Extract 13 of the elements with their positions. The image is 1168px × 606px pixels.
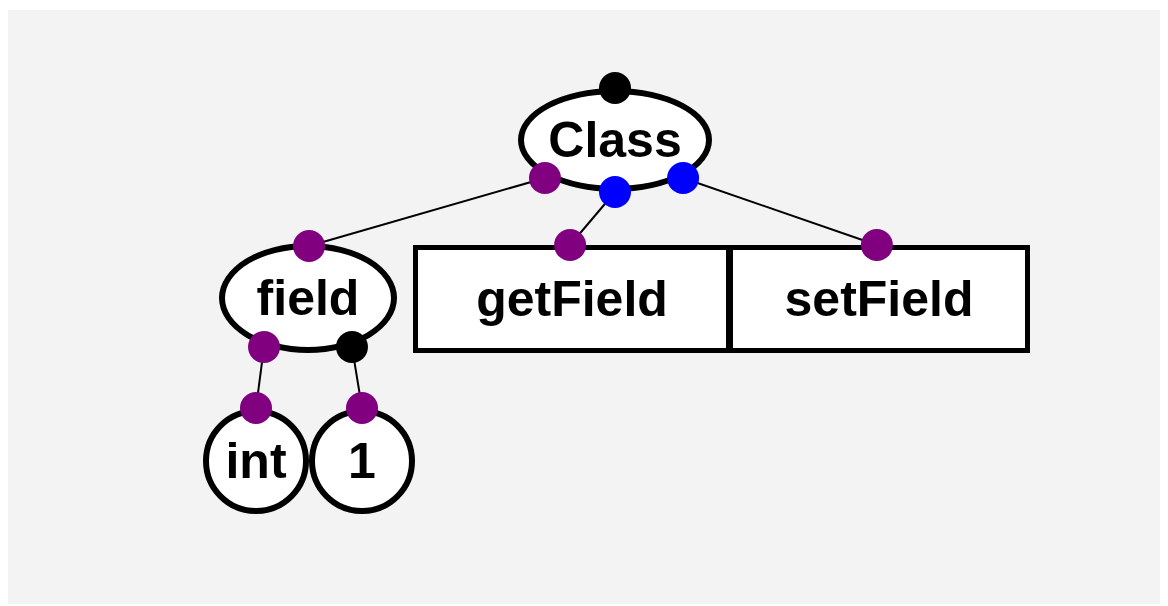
- node-label: 1: [348, 436, 376, 486]
- node-label: getField: [476, 274, 668, 324]
- rect-node: [413, 245, 731, 353]
- node-label: Class: [548, 115, 682, 165]
- node-label: setField: [784, 274, 974, 324]
- connector-line: [554, 176, 631, 261]
- connector-line: [335, 330, 378, 424]
- node-label: int: [225, 436, 287, 486]
- rect-node: [728, 245, 1030, 353]
- connector-line: [240, 330, 281, 424]
- node-label: field: [256, 273, 360, 323]
- connector-line: [293, 161, 561, 262]
- connector-line: [667, 161, 893, 261]
